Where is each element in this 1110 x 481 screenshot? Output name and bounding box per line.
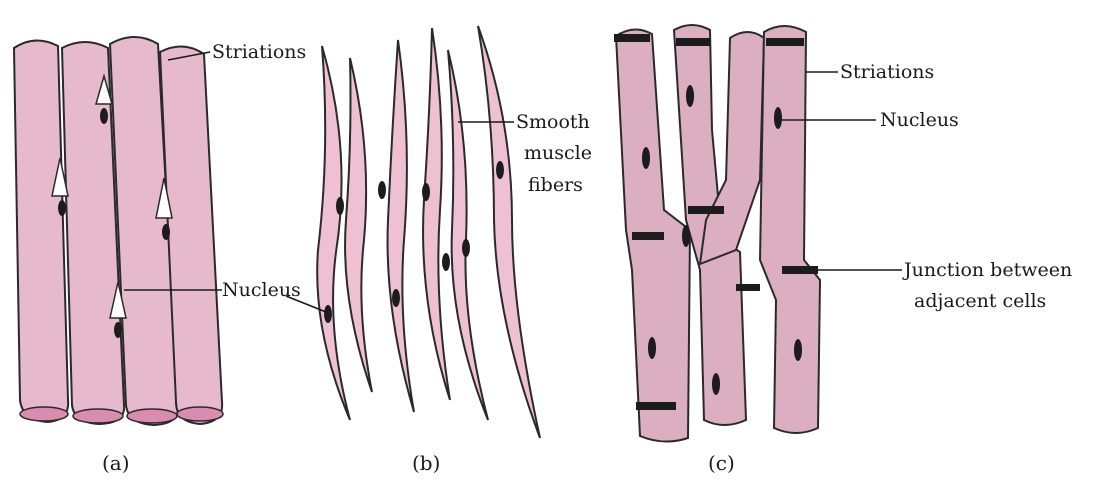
fiber-end: [20, 407, 68, 421]
smooth-fiber: [345, 58, 372, 392]
smooth-fiber: [478, 26, 540, 438]
intercalated-disc: [676, 38, 710, 46]
smooth-fiber: [448, 50, 488, 420]
cardiac-cell: [760, 26, 820, 433]
nucleus-shape: [100, 108, 108, 124]
nucleus-shape: [324, 305, 332, 323]
intercalated-disc: [688, 206, 724, 214]
intercalated-disc: [632, 232, 664, 240]
smooth-label-line3: fibers: [528, 174, 583, 196]
cardiac-muscle-panel: Striations Nucleus Junction between adja…: [614, 25, 1072, 475]
junction-label-line2: adjacent cells: [914, 290, 1046, 312]
nucleus-shape: [336, 197, 344, 215]
fiber-end: [177, 407, 223, 421]
nucleus-shape: [462, 239, 470, 257]
intercalated-disc: [736, 284, 760, 291]
nucleus-shape: [162, 224, 170, 240]
nucleus-shape: [682, 225, 690, 247]
skeletal-muscle-panel: Striations Nucleus (a): [14, 37, 306, 475]
skeletal-fiber: [14, 40, 68, 422]
intercalated-disc: [636, 402, 676, 410]
intercalated-disc: [782, 266, 818, 274]
caption-c: (c): [708, 451, 735, 475]
nucleus-shape: [648, 337, 656, 359]
fiber-end: [73, 409, 123, 423]
caption-b: (b): [412, 451, 440, 475]
intercalated-disc: [614, 34, 650, 42]
nucleus-shape: [392, 289, 400, 307]
nucleus-shape: [794, 339, 802, 361]
smooth-fiber: [423, 28, 450, 400]
smooth-label-line1: Smooth: [516, 111, 590, 133]
nucleus-shape: [442, 253, 450, 271]
nucleus-label-c: Nucleus: [880, 109, 959, 131]
striations-label-a: Striations: [212, 41, 306, 63]
nucleus-shape: [642, 147, 650, 169]
smooth-muscle-panel: Smooth muscle fibers (b): [286, 26, 592, 475]
smooth-fiber: [388, 40, 414, 412]
nucleus-shape: [422, 183, 430, 201]
nucleus-shape: [378, 181, 386, 199]
nucleus-shape: [496, 161, 504, 179]
caption-a: (a): [102, 451, 130, 475]
nucleus-shape: [58, 200, 66, 216]
intercalated-disc: [766, 38, 804, 46]
junction-label-line1: Junction between: [902, 259, 1072, 281]
striations-label-c: Striations: [840, 61, 934, 83]
smooth-label-line2: muscle: [524, 142, 592, 164]
nucleus-shape: [712, 373, 720, 395]
fiber-end: [127, 409, 177, 423]
nucleus-shape: [686, 85, 694, 107]
nucleus-shape: [114, 322, 122, 338]
nucleus-shape: [774, 107, 782, 129]
